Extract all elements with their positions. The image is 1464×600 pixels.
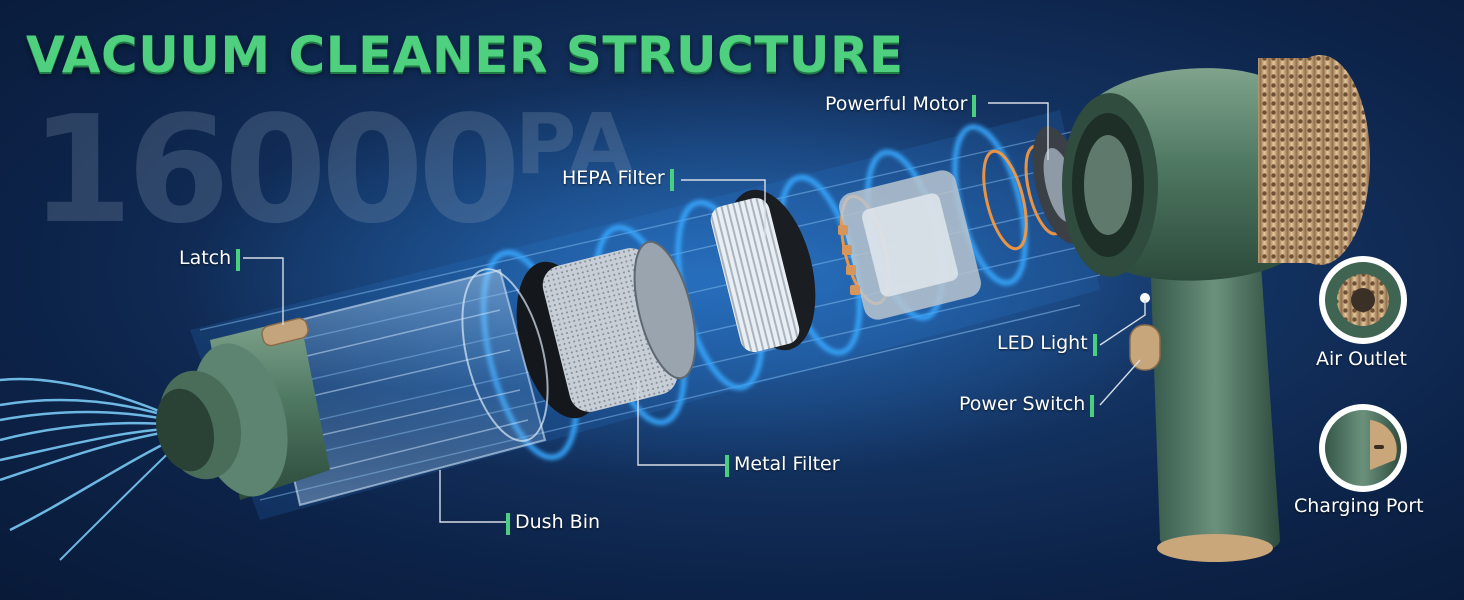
suction-unit: PA <box>514 95 634 193</box>
power-switch-part <box>1129 324 1161 371</box>
motor-part <box>838 126 1088 320</box>
hepa-filter-part <box>710 189 816 353</box>
label-metal-filter: Metal Filter <box>725 453 840 477</box>
label-led-light: LED Light <box>997 332 1097 356</box>
charging-port-callout <box>1319 404 1407 492</box>
motor-head <box>1062 55 1370 281</box>
label-latch: Latch <box>179 247 241 271</box>
led-light-part <box>1140 293 1150 303</box>
label-power-switch: Power Switch <box>959 393 1095 417</box>
label-dust-bin: Dush Bin <box>506 511 600 535</box>
label-air-outlet: Air Outlet <box>1316 348 1407 370</box>
handle-body <box>1129 242 1280 562</box>
air-stream <box>0 377 183 561</box>
label-powerful-motor: Powerful Motor <box>825 93 977 117</box>
page-title: VACUUM CLEANER STRUCTURE <box>26 26 904 84</box>
label-charging-port: Charging Port <box>1294 495 1424 517</box>
suction-value: 16000 <box>30 84 521 256</box>
air-outlet-callout <box>1319 256 1407 344</box>
suction-power: 16000PA <box>30 96 634 244</box>
nozzle-part <box>155 317 330 500</box>
label-hepa-filter: HEPA Filter <box>562 167 674 191</box>
leader-lines <box>243 102 1146 523</box>
metal-filter-part <box>516 240 697 419</box>
